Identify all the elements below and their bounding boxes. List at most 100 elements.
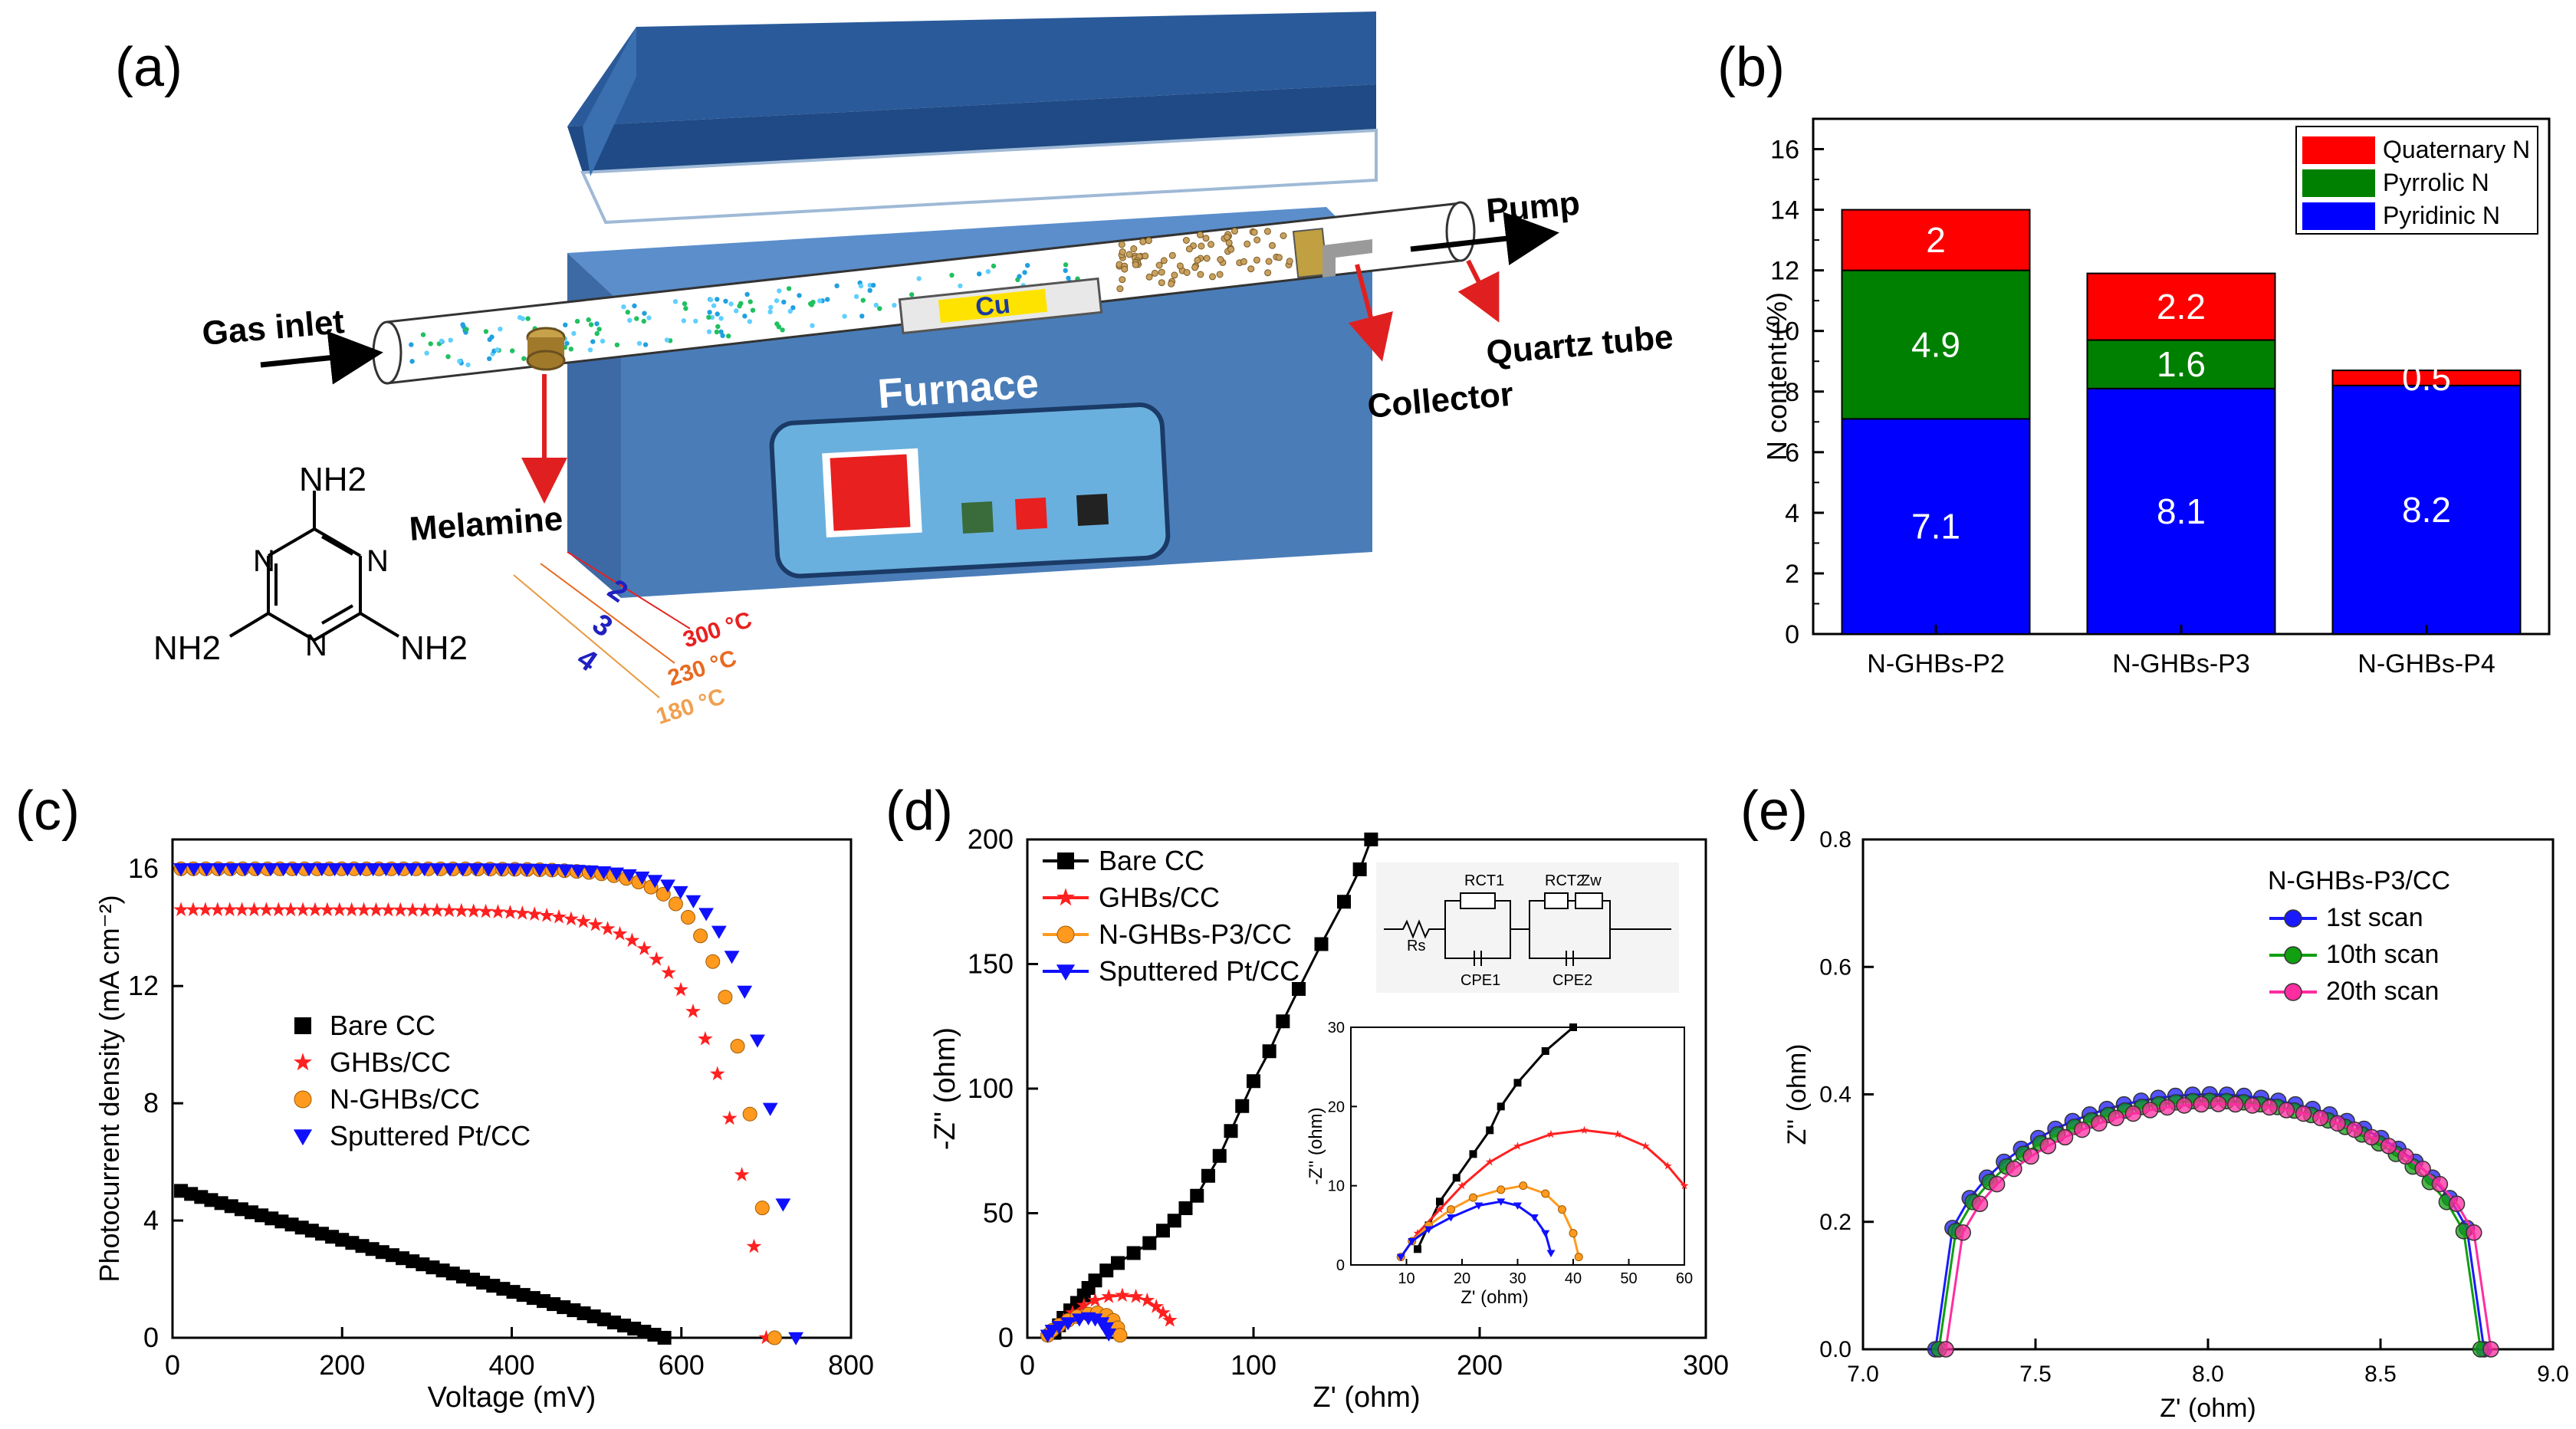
data-point <box>1101 1289 1116 1303</box>
gas-particle <box>428 341 433 347</box>
gas-particle <box>809 302 814 307</box>
gas-particle <box>457 359 462 364</box>
nh2-right: NH2 <box>400 629 468 667</box>
legend-label: 1st scan <box>2326 903 2423 932</box>
data-point <box>283 902 298 917</box>
data-point <box>685 1004 701 1018</box>
inset-x-tick-label: 30 <box>1509 1270 1526 1287</box>
data-point <box>737 985 753 999</box>
inset-x-tick-label: 10 <box>1398 1270 1414 1287</box>
furnace-button-red <box>1014 497 1048 531</box>
data-point <box>442 902 457 918</box>
gas-particle <box>1063 268 1068 274</box>
furnace-display-screen <box>830 454 911 531</box>
collector-mesh <box>1292 228 1329 278</box>
product-particle <box>1158 268 1165 276</box>
data-point <box>2363 1128 2380 1146</box>
data-point <box>198 902 213 917</box>
circuit-label: Rs <box>1407 938 1425 954</box>
y-tick-label: 12 <box>128 970 159 1001</box>
data-point <box>246 902 262 917</box>
gas-particle <box>810 323 815 328</box>
y-tick-label: 2 <box>1785 560 1799 589</box>
cu-label: Cu <box>974 290 1011 323</box>
x-tick-label: 200 <box>1457 1349 1503 1381</box>
gas-particle <box>909 292 915 297</box>
data-point <box>1112 1328 1128 1343</box>
data-point <box>490 904 506 918</box>
series-line <box>1416 1026 1574 1250</box>
bar-value-label: 4.9 <box>1911 324 1960 364</box>
x-axis-label: Z' (ohm) <box>2160 1394 2256 1423</box>
legend-marker <box>2284 946 2302 964</box>
inset-x-axis-label: Z' (ohm) <box>1460 1287 1529 1308</box>
rct1-resistor <box>1460 892 1496 909</box>
data-point <box>724 951 740 964</box>
gas-particle <box>825 297 830 302</box>
data-point <box>2312 1109 2329 1127</box>
product-particle <box>1130 245 1138 252</box>
panel-a: (a) Furnace Cu Gas <box>115 11 1674 730</box>
data-point <box>2210 1096 2227 1112</box>
gas-particle <box>625 310 630 315</box>
quartz-tube-arrow <box>1457 259 1500 323</box>
legend-marker <box>294 1053 312 1071</box>
gas-particle <box>1025 263 1030 268</box>
data-point <box>596 866 612 880</box>
legend-swatch <box>2302 202 2375 230</box>
data-point <box>1414 1245 1421 1253</box>
gas-particle <box>642 342 649 347</box>
data-point <box>429 902 445 917</box>
zone-temp-3: 180 °C <box>653 684 728 730</box>
x-axis-label: Z' (ohm) <box>1313 1381 1420 1414</box>
gas-particle <box>664 337 670 343</box>
data-point <box>222 902 238 917</box>
furnace-lid-inner <box>580 128 1378 225</box>
data-point <box>1541 1230 1550 1238</box>
gas-particle <box>977 271 982 277</box>
series <box>173 902 774 1345</box>
quartz-tube-end-left <box>372 320 402 385</box>
gas-particle <box>706 314 711 320</box>
product-particle <box>1275 254 1283 261</box>
y-tick-label: 0 <box>143 1322 159 1353</box>
data-point <box>506 863 522 877</box>
x-axis-label: Voltage (mV) <box>428 1381 596 1414</box>
data-point <box>1142 1236 1157 1250</box>
data-point <box>685 895 702 908</box>
panel-label-d: (d) <box>886 780 953 842</box>
data-point <box>539 907 554 922</box>
data-point <box>173 863 189 877</box>
inset-x-tick-label: 50 <box>1620 1270 1637 1287</box>
data-point <box>734 1167 750 1181</box>
data-point <box>1088 1273 1102 1288</box>
x-tick-label: N-GHBs-P4 <box>2358 649 2495 678</box>
x-tick-label: 8.5 <box>2364 1362 2397 1387</box>
product-particle <box>1183 269 1191 276</box>
data-point <box>698 908 715 921</box>
gas-particle <box>621 304 626 310</box>
gas-particle <box>767 309 773 314</box>
data-point <box>1641 1142 1650 1150</box>
data-point <box>2091 1115 2108 1132</box>
data-point <box>2159 1099 2176 1116</box>
data-point <box>2414 1160 2431 1178</box>
data-point <box>1546 1250 1556 1257</box>
gas-particle <box>594 330 600 337</box>
inset-series <box>1396 1181 1583 1262</box>
x-tick-label: N-GHBs-P3 <box>2112 649 2249 678</box>
gas-particle <box>563 322 568 327</box>
legend-marker <box>1056 888 1075 906</box>
data-point <box>1352 862 1367 876</box>
legend-label: Quaternary N <box>2383 136 2530 163</box>
data-point <box>1178 1201 1193 1215</box>
gas-particle <box>750 307 756 313</box>
data-point <box>340 863 356 877</box>
legend-marker <box>1057 852 1074 869</box>
zone-temp-2: 230 °C <box>665 646 740 692</box>
data-point <box>1087 1292 1103 1307</box>
data-point <box>2124 1105 2142 1122</box>
